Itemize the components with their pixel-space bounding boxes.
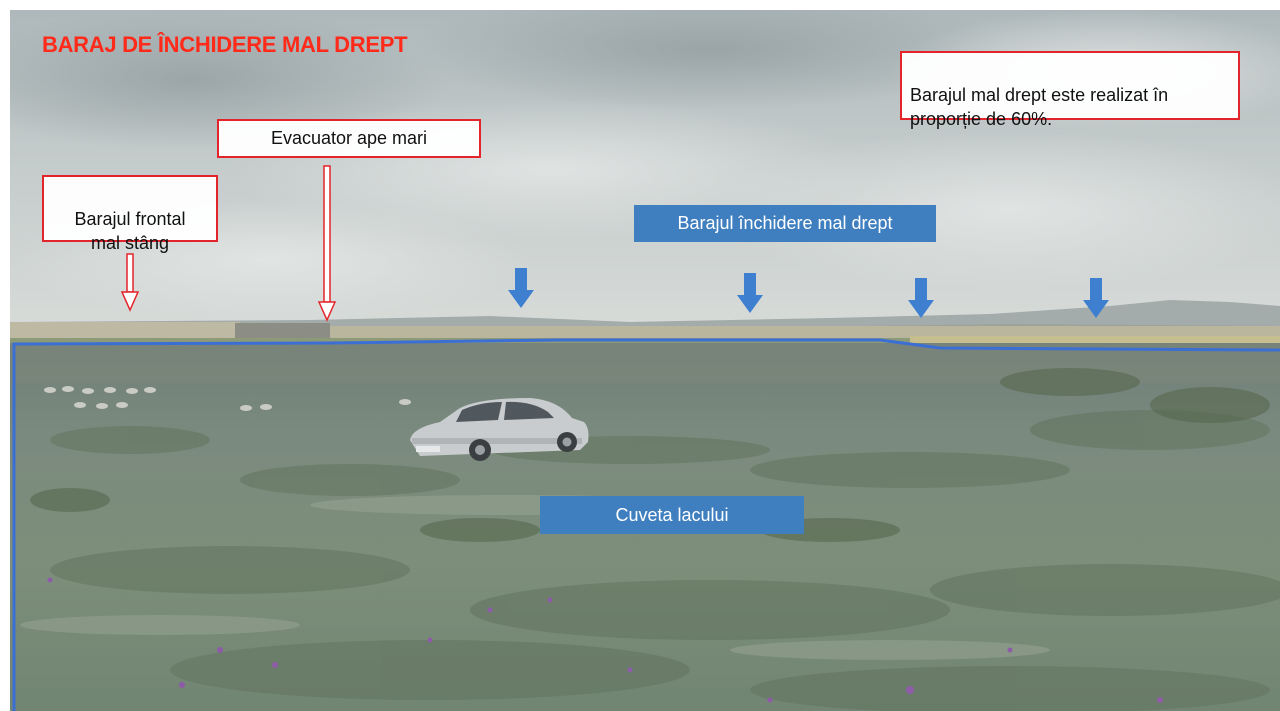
callout-spillway-text: Evacuator ape mari xyxy=(270,128,428,148)
label-closing-dam-text: Barajul închidere mal drept xyxy=(677,213,893,233)
arrow-down-icon-1 xyxy=(508,268,534,308)
lake-basin-outline xyxy=(12,338,1280,711)
slide-title: BARAJ DE ÎNCHIDERE MAL DREPT xyxy=(42,32,408,57)
arrow-down-icon-3 xyxy=(908,278,934,318)
callout-spillway: Evacuator ape mari xyxy=(217,119,481,158)
arrow-spillway-icon xyxy=(317,165,337,322)
label-lake-basin: Cuveta lacului xyxy=(540,496,804,534)
label-closing-dam: Barajul închidere mal drept xyxy=(634,205,936,242)
arrow-down-icon-2 xyxy=(737,273,763,313)
arrow-frontal-dam-icon xyxy=(120,253,140,312)
callout-progress-note-text: Barajul mal drept este realizat în propo… xyxy=(910,85,1169,129)
callout-frontal-dam: Barajul frontal mal stâng xyxy=(42,175,218,253)
arrow-down-icon-4 xyxy=(1083,278,1109,318)
callout-frontal-dam-text: Barajul frontal mal stâng xyxy=(74,209,186,253)
callout-progress-note: Barajul mal drept este realizat în propo… xyxy=(900,51,1240,129)
label-lake-basin-text: Cuveta lacului xyxy=(615,505,729,525)
